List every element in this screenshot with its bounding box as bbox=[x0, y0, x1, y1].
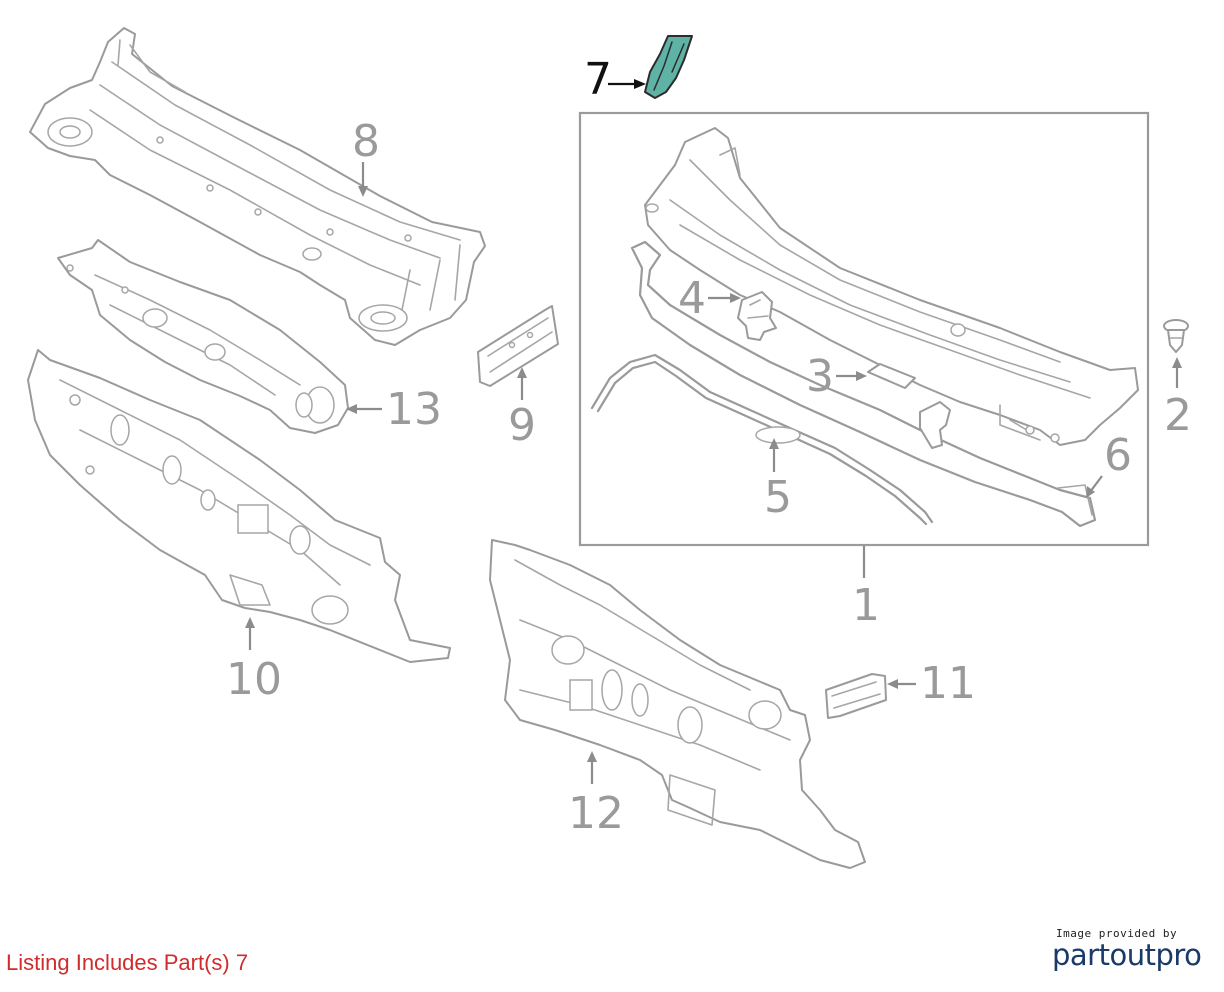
callout-9[interactable]: 9 bbox=[508, 400, 536, 451]
listing-includes-text: Listing Includes Part(s) 7 bbox=[6, 950, 249, 975]
callout-5[interactable]: 5 bbox=[764, 472, 792, 523]
part-clip-lower[interactable] bbox=[919, 401, 951, 449]
callout-13[interactable]: 13 bbox=[386, 384, 442, 435]
part-10-dash-insulator[interactable] bbox=[27, 349, 451, 663]
callout-10[interactable]: 10 bbox=[226, 654, 282, 705]
image-credit: Image provided by partoutpro bbox=[1052, 927, 1212, 972]
part-2-push-clip[interactable] bbox=[1163, 319, 1189, 353]
callout-2[interactable]: 2 bbox=[1164, 390, 1192, 441]
callout-11[interactable]: 11 bbox=[920, 658, 976, 709]
part-4-clip[interactable] bbox=[737, 291, 777, 341]
part-6-weatherstrip[interactable] bbox=[630, 240, 1097, 528]
callout-12[interactable]: 12 bbox=[568, 788, 624, 839]
part-9-bracket[interactable] bbox=[477, 305, 559, 387]
callout-7[interactable]: 7 bbox=[584, 54, 612, 105]
part-12-dash-panel[interactable] bbox=[489, 539, 866, 869]
part-13-reinforcement[interactable] bbox=[57, 239, 349, 434]
partoutpro-logo: partoutpro bbox=[1052, 938, 1202, 972]
part-7-seal-highlighted[interactable] bbox=[644, 35, 693, 99]
part-3-pad[interactable] bbox=[867, 363, 916, 389]
part-11-bracket[interactable] bbox=[825, 673, 887, 719]
callout-1[interactable]: 1 bbox=[852, 580, 880, 631]
assembly-1-boundary bbox=[578, 111, 1150, 547]
credit-caption: Image provided by bbox=[1056, 927, 1178, 940]
callout-3[interactable]: 3 bbox=[806, 351, 834, 402]
part-5-hose[interactable] bbox=[590, 353, 934, 526]
part-8-cowl-cross-member[interactable] bbox=[29, 27, 486, 346]
callout-6[interactable]: 6 bbox=[1104, 430, 1132, 481]
callout-4[interactable]: 4 bbox=[678, 273, 706, 324]
callout-8[interactable]: 8 bbox=[352, 116, 380, 167]
part-1-cowl-cover[interactable] bbox=[644, 127, 1139, 446]
